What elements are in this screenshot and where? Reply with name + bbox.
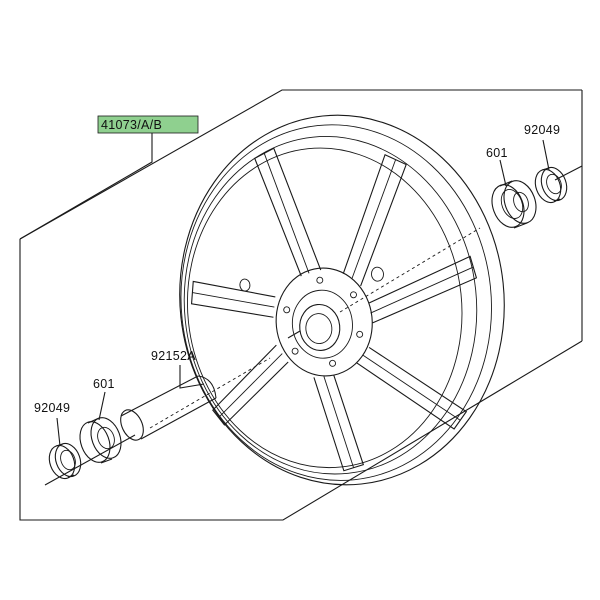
rim-hole xyxy=(239,278,251,292)
rim-outer xyxy=(179,114,505,486)
collar xyxy=(120,375,217,441)
wheel xyxy=(179,114,505,486)
label-bearing-left: 601 xyxy=(93,377,115,391)
hub-bore-inner xyxy=(305,313,333,345)
spokes xyxy=(190,147,478,472)
bearing-left xyxy=(79,417,122,464)
seal-right xyxy=(534,166,568,204)
rim-inner-edge xyxy=(183,136,478,475)
hub-flange xyxy=(291,289,353,359)
leader-lines xyxy=(19,133,550,447)
label-wheel-assembly: 41073/A/B xyxy=(101,118,162,132)
hub-leader xyxy=(287,330,301,339)
rim-lip xyxy=(180,124,492,481)
axle-centerline xyxy=(44,165,583,486)
rim-bed xyxy=(187,147,463,469)
bearing-right xyxy=(491,180,537,229)
part-number-highlight xyxy=(97,115,199,134)
label-seal-right: 92049 xyxy=(524,123,560,137)
label-bearing-right: 601 xyxy=(486,146,508,160)
label-collar: 92152A xyxy=(151,349,196,363)
valve-hole xyxy=(371,266,384,282)
seal-left xyxy=(48,442,82,480)
label-seal-left: 92049 xyxy=(34,401,70,415)
hub xyxy=(275,267,373,377)
hub-bore xyxy=(299,303,341,351)
bolt-holes xyxy=(283,276,364,367)
assembly-frame xyxy=(19,89,583,521)
